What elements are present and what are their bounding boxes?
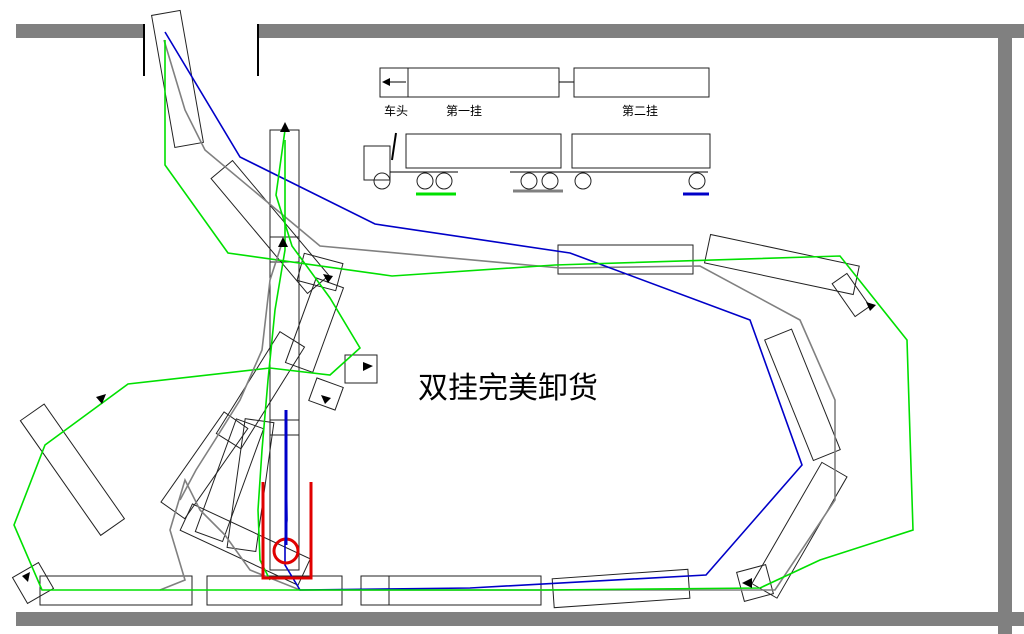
arrow-icon	[280, 122, 290, 132]
legend-arrowhead-icon	[382, 78, 390, 86]
arrow-icon	[96, 394, 106, 404]
arrow-icon	[321, 395, 331, 404]
truck-icon	[363, 132, 711, 196]
legend-trailer1-label: 第一挂	[446, 104, 482, 118]
vehicle-outline	[179, 503, 311, 586]
vehicle-outline	[19, 403, 126, 537]
arrow-icon	[742, 578, 752, 588]
vehicle-outline	[344, 354, 378, 384]
trailer1-inner-path	[179, 239, 284, 501]
vehicle-outline	[150, 9, 204, 148]
vehicle-outline	[308, 377, 344, 411]
vehicle-outline	[11, 561, 55, 605]
arrow-icon	[22, 572, 30, 582]
vehicle-outlines	[11, 9, 871, 609]
truck-trailer2	[571, 133, 711, 169]
head-path-loop	[257, 140, 286, 581]
vehicle-outline	[215, 331, 306, 450]
unloading-dock	[261, 410, 313, 580]
vehicle-outline	[557, 244, 694, 275]
trailer1-path	[159, 39, 836, 591]
vehicle-outline	[296, 252, 344, 292]
vehicle-outline	[703, 233, 860, 296]
top-wall-right	[258, 24, 1024, 38]
arrow-icon	[866, 302, 876, 311]
arrow-icon	[363, 362, 373, 371]
legend-trailer1-box	[407, 67, 560, 98]
vehicle-outline	[160, 411, 249, 520]
vehicle-outline	[831, 272, 871, 318]
wheel-icon	[435, 172, 453, 190]
vehicle-outline	[764, 328, 841, 462]
top-wall-left	[16, 24, 144, 38]
trailer2-path	[164, 31, 803, 591]
truck-exhaust	[391, 132, 397, 161]
wheel-icon	[541, 172, 559, 190]
wheel-icon	[416, 172, 434, 190]
wheel-icon	[520, 172, 538, 190]
vehicle-outline	[226, 418, 275, 553]
head-path	[13, 40, 914, 591]
vehicle-outline	[736, 564, 774, 602]
walls	[16, 24, 1024, 634]
bottom-wall	[16, 612, 1024, 626]
legend-head-label: 车头	[384, 103, 408, 118]
right-wall	[998, 38, 1012, 634]
truck-trailer1	[405, 133, 562, 169]
legend-trailer2-label: 第二挂	[622, 104, 658, 118]
legend: 车头 第一挂 第二挂	[363, 67, 711, 196]
vehicle-outline	[194, 418, 265, 543]
vehicle-outline	[210, 159, 330, 295]
truck-cab	[363, 145, 391, 181]
wheel-icon	[373, 172, 391, 190]
vehicle-outline	[751, 461, 848, 599]
arrow-icon	[278, 237, 288, 247]
vehicle-outline	[284, 277, 345, 374]
dock-bracket	[261, 482, 313, 580]
direction-arrows	[22, 122, 876, 588]
vehicle-outline	[551, 568, 691, 609]
diagram-title: 双挂完美卸货	[418, 371, 598, 406]
wheel-icon	[688, 172, 706, 190]
arrow-icon	[323, 274, 333, 283]
legend-trailer2-box	[573, 67, 710, 98]
wheel-icon	[574, 172, 592, 190]
